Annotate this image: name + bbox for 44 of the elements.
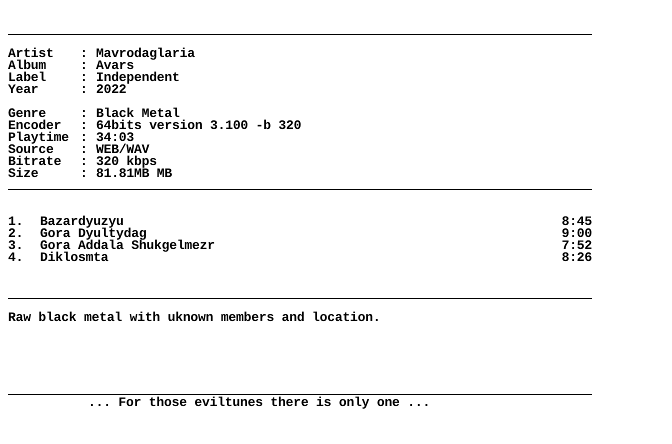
- colon: :: [80, 60, 88, 72]
- track-duration: 8:26: [562, 252, 592, 264]
- colon: :: [80, 156, 88, 168]
- field-value: 81.81MB MB: [96, 168, 172, 180]
- colon: :: [80, 120, 88, 132]
- field-label: Playtime: [8, 132, 69, 144]
- track-number: 2.: [8, 228, 24, 240]
- track-number: 4.: [8, 252, 24, 264]
- description-text: Raw black metal with uknown members and location.: [8, 312, 380, 324]
- field-value: 320 kbps: [96, 156, 157, 168]
- track-title: Diklosmta: [40, 252, 108, 264]
- field-value: 34:03: [96, 132, 134, 144]
- track-title: Gora Addala Shukgelmezr: [40, 240, 215, 252]
- field-value: Independent: [96, 72, 180, 84]
- field-value: Black Metal: [96, 108, 180, 120]
- colon: :: [80, 168, 88, 180]
- colon: :: [80, 72, 88, 84]
- field-label: Source: [8, 144, 54, 156]
- colon: :: [80, 48, 88, 60]
- track-number: 3.: [8, 240, 24, 252]
- footer-text: ... For those eviltunes there is only one ...: [88, 397, 430, 409]
- field-label: Label: [8, 72, 46, 84]
- field-label: Album: [8, 60, 46, 72]
- field-value: 2022: [96, 84, 126, 96]
- colon: :: [80, 108, 88, 120]
- track-number: 1.: [8, 216, 24, 228]
- colon: :: [80, 84, 88, 96]
- field-label: Bitrate: [8, 156, 62, 168]
- field-label: Size: [8, 168, 38, 180]
- track-title: Gora Dyultydag: [40, 228, 146, 240]
- field-label: Encoder: [8, 120, 62, 132]
- field-value: WEB/WAV: [96, 144, 150, 156]
- track-duration: 8:45: [562, 216, 592, 228]
- colon: :: [80, 144, 88, 156]
- colon: :: [80, 132, 88, 144]
- field-label: Genre: [8, 108, 46, 120]
- field-value: Avars: [96, 60, 134, 72]
- field-label: Artist: [8, 48, 54, 60]
- track-title: Bazardyuzyu: [40, 216, 124, 228]
- field-value: 64bits version 3.100 -b 320: [96, 120, 302, 132]
- track-duration: 7:52: [562, 240, 592, 252]
- field-value: Mavrodaglaria: [96, 48, 195, 60]
- track-duration: 9:00: [562, 228, 592, 240]
- field-label: Year: [8, 84, 38, 96]
